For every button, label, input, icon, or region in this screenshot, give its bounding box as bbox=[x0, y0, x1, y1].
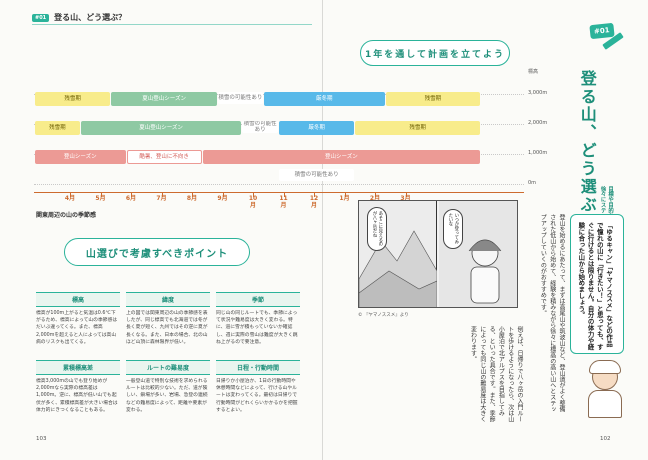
altitude-label: 0m bbox=[528, 180, 537, 186]
point-text: 標高3,000mの山でも登り始めが2,000mなら実際の標高差は1,000m。逆… bbox=[36, 379, 118, 413]
season-bar-snow: 残雪期 bbox=[35, 92, 111, 106]
header-rule bbox=[32, 24, 312, 25]
lead-box bbox=[570, 214, 624, 354]
month-tick bbox=[70, 192, 71, 197]
season-bar-blank: 積雪の可能性あり bbox=[242, 121, 278, 133]
month-axis: 4月 5月 6月 7月 8月 9月 10月 11月 12月 1月 2月 3月 bbox=[34, 192, 524, 214]
month-label: 2月 bbox=[369, 195, 381, 202]
month-label: 11月 bbox=[279, 195, 288, 209]
month-label: 10月 bbox=[248, 195, 258, 209]
month-axis-line bbox=[34, 192, 524, 193]
altitude-label: 3,000m bbox=[528, 90, 548, 96]
season-bar-blank: 積雪の可能性あり bbox=[218, 92, 263, 104]
point-card: 標高標高が100m上がると気温は0.6℃下がるため、標高によって山の季節感はだい… bbox=[36, 292, 120, 346]
month-label: 12月 bbox=[309, 195, 319, 209]
month-label: 6月 bbox=[125, 195, 137, 202]
point-title: 緯度 bbox=[126, 292, 210, 307]
season-bar-nogo: 酷暑、登山に不向き bbox=[126, 150, 202, 164]
altitude-label: 1,000m bbox=[528, 150, 548, 156]
comic-panel-right: いつか登ってみたいな bbox=[439, 201, 517, 307]
month-label: 9月 bbox=[217, 195, 228, 202]
month-tick bbox=[161, 192, 163, 197]
month-label: 3月 bbox=[400, 195, 411, 202]
point-card: 季節同じ山の同じルートでも、季節によって状況や難易度は大きく変わる。特に、道に雪… bbox=[216, 292, 300, 346]
season-bar-winter: 厳冬期 bbox=[279, 121, 355, 135]
points-section-title: 山選びで考慮すべきポイント bbox=[64, 238, 250, 266]
point-title: 季節 bbox=[216, 292, 300, 307]
altitude-label: 2,000m bbox=[528, 120, 548, 126]
month-tick bbox=[192, 192, 193, 197]
month-tick bbox=[283, 192, 285, 197]
season-bar-summer: 夏山登山シーズン bbox=[111, 92, 217, 106]
month-label: 7月 bbox=[156, 195, 167, 202]
body-paragraph-2: 例えば、日帰りで八ヶ岳の入門ルートを歩けるようになったら、次は山小屋泊で北アルプ… bbox=[469, 326, 523, 422]
point-card: 日程・行動時間日帰りか小屋泊か、1日の行動時間や休憩時間などによって、行ける山や… bbox=[216, 360, 300, 414]
month-tick bbox=[375, 192, 376, 197]
point-text: 一般登山道で特別な技術を求められるルートは比較的少ない。ただ、道が険しい、鎖場が… bbox=[126, 379, 208, 413]
point-card: 緯度上の図では関東周辺の山の季節感を表したが、同じ標高でも北海道では冬が長く夏が… bbox=[126, 292, 210, 346]
comic-illustration: あそこに見えるのが八ヶ岳だね いつか登ってみたいな bbox=[358, 200, 518, 308]
point-card: 累積標高差標高3,000mの山でも登り始めが2,000mなら実際の標高差は1,0… bbox=[36, 360, 120, 414]
comic-bubble-b: いつか登ってみたいな bbox=[443, 209, 463, 249]
body-paragraph-1: 登山を始めるにあたって、まずは高尾山や筑波山など、登山道がよく整備された低山から… bbox=[539, 214, 565, 412]
season-bar-summer: 夏山登山シーズン bbox=[80, 121, 242, 135]
point-card: ルートの難易度一般登山道で特別な技術を求められるルートは比較的少ない。ただ、道が… bbox=[126, 360, 210, 414]
point-text: 日帰りか小屋泊か、1日の行動時間や休憩時間などによって、行ける山やルートは変わっ… bbox=[216, 379, 298, 413]
point-title: 標高 bbox=[36, 292, 120, 307]
point-text: 標高が100m上がると気温は0.6℃下がるため、標高によって山の季節感はだいぶ違… bbox=[36, 311, 118, 345]
month-tick bbox=[100, 192, 102, 197]
lead-text: 「ゆるキャン」「ヤマノススメ」などの作品で憧れの山に「行きたい！」と思っても、す… bbox=[577, 222, 614, 350]
altitude-gridline bbox=[34, 184, 524, 185]
comic-panel-left: あそこに見えるのが八ヶ岳だね bbox=[359, 201, 438, 307]
month-tick bbox=[344, 192, 346, 197]
comic-bubble-a: あそこに見えるのが八ヶ岳だね bbox=[367, 207, 387, 251]
season-bar-snow: 残雪期 bbox=[35, 121, 80, 135]
month-tick bbox=[222, 192, 224, 197]
month-label: 1月 bbox=[339, 195, 350, 202]
point-title: ルートの難易度 bbox=[126, 360, 210, 375]
altitude-axis-title: 標高 bbox=[528, 69, 539, 75]
page-number-left: 103 bbox=[36, 436, 47, 442]
month-label: 4月 bbox=[64, 195, 76, 202]
month-label: 5月 bbox=[95, 195, 106, 202]
month-tick bbox=[131, 192, 132, 197]
page-number-right: 102 bbox=[600, 436, 611, 442]
page-header: #01 登る山、どう選ぶ？ bbox=[32, 12, 126, 23]
month-tick bbox=[253, 192, 254, 197]
character-illustration bbox=[468, 239, 502, 304]
point-title: 日程・行動時間 bbox=[216, 360, 300, 375]
comic-caption: © 『ヤマノススメ』より bbox=[358, 313, 409, 318]
month-tick bbox=[405, 192, 407, 197]
season-bar-season: 登山シーズン bbox=[35, 150, 126, 164]
season-bar-winter: 厳冬期 bbox=[263, 92, 385, 106]
plan-speech-bubble: 1年を通して計画を立てよう bbox=[360, 40, 510, 66]
guide-character-avatar bbox=[586, 360, 622, 418]
section-badge: #01 bbox=[32, 13, 50, 22]
right-section-badge: #01 bbox=[589, 22, 615, 40]
month-tick bbox=[314, 192, 315, 197]
season-bar-season: 登山シーズン bbox=[202, 150, 480, 164]
page-header-title: 登る山、どう選ぶ？ bbox=[54, 13, 127, 22]
left-page bbox=[0, 0, 323, 460]
point-title: 累積標高差 bbox=[36, 360, 120, 375]
season-bar-blank: 積雪の可能性あり bbox=[279, 169, 355, 181]
month-label: 8月 bbox=[186, 195, 198, 202]
season-bar-snow: 残雪期 bbox=[385, 92, 480, 106]
point-text: 同じ山の同じルートでも、季節によって状況や難易度は大きく変わる。特に、道に雪が積… bbox=[216, 311, 298, 345]
chart-caption: 関東周辺の山の季節感 bbox=[36, 212, 97, 219]
season-bar-snow: 残雪期 bbox=[355, 121, 480, 135]
right-page-title: 登る山、どう選ぶ？ bbox=[577, 70, 597, 232]
point-text: 上の図では関東周辺の山の季節感を表したが、同じ標高でも北海道では冬が長く夏が短く… bbox=[126, 311, 208, 345]
